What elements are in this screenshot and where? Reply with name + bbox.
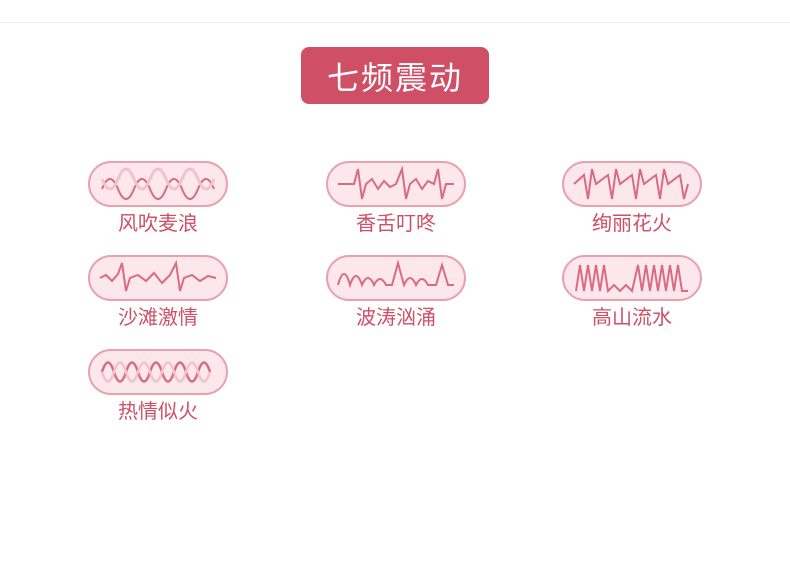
mode-label: 绚丽花火 (592, 211, 672, 235)
mode-label: 沙滩激情 (118, 305, 198, 329)
wave-pattern-icon (562, 161, 702, 207)
mode-item-2[interactable]: 香舌叮咚 (321, 161, 471, 251)
mode-item-3[interactable]: 绚丽花火 (557, 161, 707, 251)
mode-label: 香舌叮咚 (356, 211, 436, 235)
top-divider (0, 0, 790, 23)
wave-pattern-icon (562, 255, 702, 301)
page-title: 七频震动 (301, 47, 489, 104)
mode-label: 高山流水 (592, 305, 672, 329)
mode-item-4[interactable]: 沙滩激情 (83, 255, 233, 345)
wave-pattern-icon (326, 161, 466, 207)
wave-pattern-icon (88, 161, 228, 207)
mode-item-6[interactable]: 高山流水 (557, 255, 707, 345)
mode-label: 热情似火 (118, 399, 198, 423)
wave-pattern-icon (326, 255, 466, 301)
mode-label: 风吹麦浪 (118, 211, 198, 235)
mode-item-1[interactable]: 风吹麦浪 (83, 161, 233, 251)
mode-item-7[interactable]: 热情似火 (83, 349, 233, 439)
mode-label: 波涛汹涌 (356, 305, 436, 329)
mode-item-5[interactable]: 波涛汹涌 (321, 255, 471, 345)
wave-pattern-icon (88, 255, 228, 301)
wave-pattern-icon (88, 349, 228, 395)
